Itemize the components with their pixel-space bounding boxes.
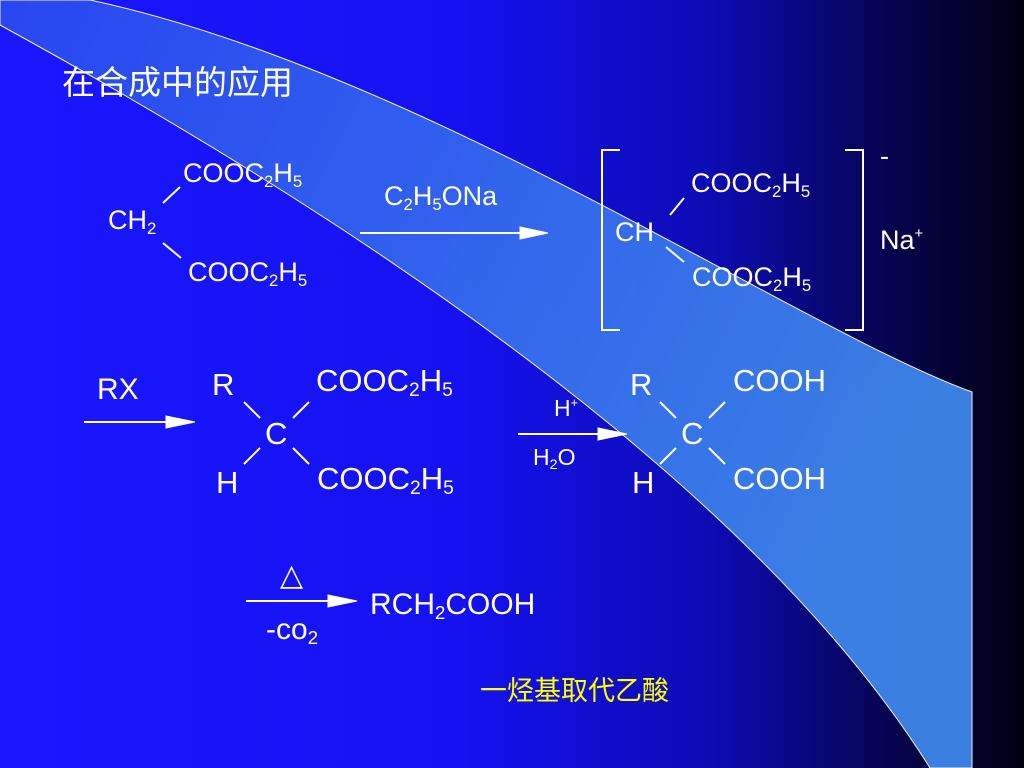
r3-product: RCH2COOH <box>370 588 536 624</box>
r1-counter-ion: Na+ <box>880 225 924 255</box>
r1-product-center: CH <box>615 217 654 247</box>
r2-int-h: H <box>216 465 239 500</box>
r1-reactant-center: CH2 <box>108 205 157 238</box>
r2-acid-bond-h <box>659 447 677 465</box>
r2-acid-bond-r <box>659 401 677 419</box>
r1-product-bond-top <box>669 197 685 216</box>
r2-int-bond-top <box>292 401 310 419</box>
slide-caption: 一烃基取代乙酸 <box>480 676 669 706</box>
r1-reactant-bottom-group: COOC2H5 <box>188 257 308 290</box>
r2-int-center: C <box>265 416 288 451</box>
r2-arrow-head <box>165 415 196 429</box>
r2-int-top-group: COOC2H5 <box>316 363 453 402</box>
r2-int-r: R <box>212 367 235 402</box>
background-light-wedge <box>0 0 973 768</box>
r1-product-charge: - <box>880 141 889 171</box>
r3-heat-symbol: △ <box>280 559 304 592</box>
bracket-right <box>845 149 864 331</box>
r2-condition-water: H2O <box>533 444 576 473</box>
r2-int-bond-h <box>243 447 261 465</box>
r2-acid-h: H <box>632 465 655 500</box>
r3-arrow-head <box>327 594 358 608</box>
r1-product-bottom-group: COOC2H5 <box>692 262 812 295</box>
r1-product-top-group: COOC2H5 <box>691 168 811 201</box>
r2-int-bottom-group: COOC2H5 <box>317 461 454 500</box>
bracket-left <box>601 149 620 331</box>
slide-heading: 在合成中的应用 <box>62 64 293 101</box>
r1-reactant-bond-top <box>162 186 181 204</box>
r2-acid-top-group: COOH <box>733 363 826 398</box>
r2-int-bond-bottom <box>292 447 310 465</box>
r2-acid-bond-top <box>708 401 726 419</box>
r2-int-bond-r <box>243 401 261 419</box>
r1-reagent: C2H5ONa <box>384 181 498 214</box>
r2-acid-bond-bottom <box>708 447 726 465</box>
r2-reagent: RX <box>97 373 139 406</box>
r1-reactant-top-group: COOC2H5 <box>183 158 303 191</box>
r2-acid-center: C <box>681 416 704 451</box>
r1-reactant-bond-bottom <box>162 242 182 259</box>
r3-condition-decarboxylation: -co2 <box>266 613 319 649</box>
r2-condition-acid: H+ <box>554 395 579 421</box>
r2-acid-bottom-group: COOH <box>733 461 826 496</box>
r2-acid-r: R <box>630 367 653 402</box>
r2-hydrolysis-arrow-head <box>597 427 628 441</box>
r1-arrow-head <box>519 226 549 240</box>
r1-product-bond-bottom <box>665 246 685 263</box>
